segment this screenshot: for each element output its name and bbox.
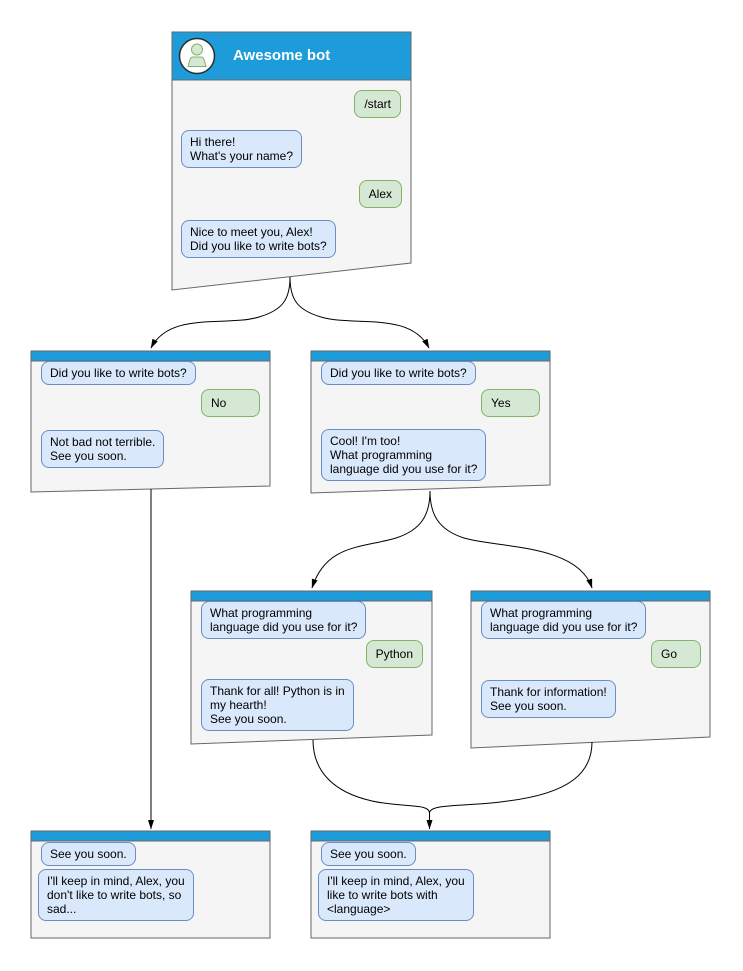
user-message-bubble: Yes [481, 389, 540, 417]
connector-main-to-yes [289, 276, 430, 349]
connector-main-to-no [150, 276, 291, 349]
user-message-bubble: Alex [358, 180, 402, 208]
bot-message-bubble: See you soon. [41, 842, 136, 866]
bot-message-bubble: Did you like to write bots? [41, 361, 196, 385]
bot-message-bubble: I'll keep in mind, Alex, you don't like … [38, 869, 194, 921]
bot-message-bubble: Cool! I'm too! What programming language… [321, 429, 487, 481]
connector-python-to-end [312, 739, 430, 814]
bot-message-bubble: See you soon. [321, 842, 416, 866]
connector-yes-to-python [311, 490, 431, 589]
bot-message-bubble: What programming language did you use fo… [201, 601, 367, 639]
user-message-bubble: /start [354, 90, 401, 118]
chat-window-yes-header [310, 350, 551, 362]
bot-message-bubble: Did you like to write bots? [321, 361, 476, 385]
bot-message-bubble: Thank for information! See you soon. [481, 680, 616, 718]
bot-message-bubble: Thank for all! Python is in my hearth! S… [201, 679, 354, 731]
bot-message-bubble: Hi there! What's your name? [181, 130, 303, 168]
connector-go-to-end [429, 741, 593, 814]
chat-window-go-header [470, 590, 711, 602]
bot-message-bubble: I'll keep in mind, Alex, you like to wri… [318, 869, 474, 921]
person-icon [178, 37, 216, 75]
window-title: Awesome bot [233, 47, 331, 64]
bot-message-bubble: What programming language did you use fo… [481, 601, 647, 639]
chat-window-no-header [30, 350, 271, 362]
chat-window-end-no-header [30, 830, 271, 842]
chat-window-end-yes-header [310, 830, 551, 842]
user-message-bubble: Go [651, 640, 701, 668]
chat-window-python-header [190, 590, 433, 602]
bot-message-bubble: Not bad not terrible. See you soon. [41, 430, 165, 468]
user-message-bubble: Python [365, 640, 423, 668]
connector-yes-to-go [429, 490, 593, 589]
bot-message-bubble: Nice to meet you, Alex! Did you like to … [181, 220, 336, 258]
user-message-bubble: No [201, 389, 260, 417]
